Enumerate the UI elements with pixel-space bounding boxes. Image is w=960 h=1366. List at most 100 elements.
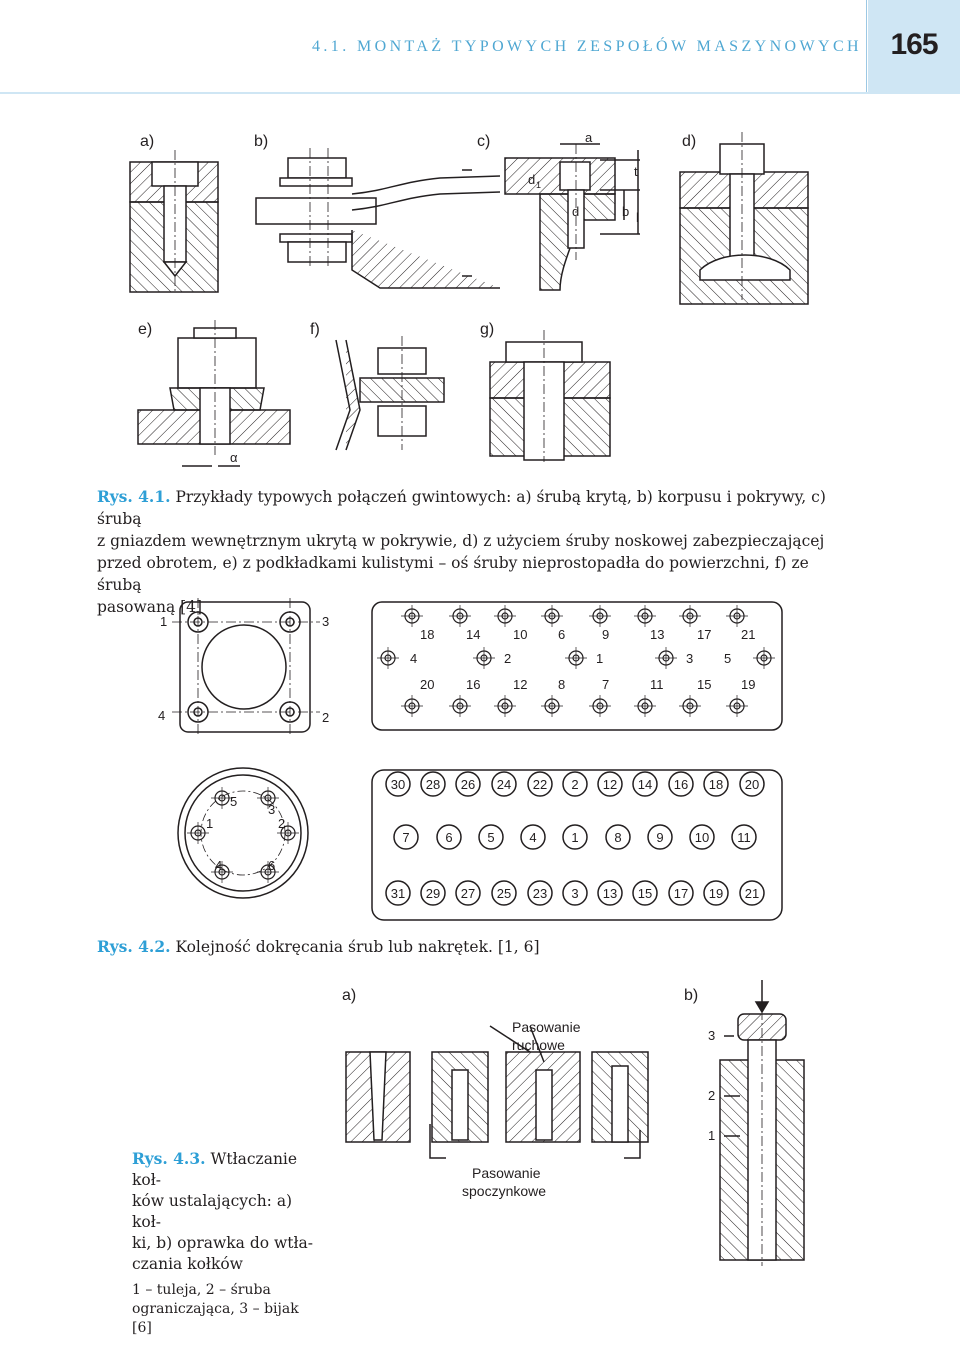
rect-hole-top xyxy=(401,605,423,627)
rect-label-top: 18 xyxy=(420,627,434,642)
rect-hole-middle xyxy=(565,647,587,669)
grid-bolt: 15 xyxy=(632,880,658,906)
rect-label-top: 13 xyxy=(650,627,664,642)
rect-hole-bottom xyxy=(494,695,516,717)
rect-hole-bottom xyxy=(541,695,563,717)
grid-bolt: 26 xyxy=(455,771,481,797)
grid-bolt-label: 27 xyxy=(461,886,475,901)
grid-bolt: 20 xyxy=(739,771,765,797)
fig41-dim-l: l xyxy=(636,210,639,225)
caption-4-3-l1: Wtłaczanie koł- xyxy=(132,1150,298,1189)
rect-label-bottom: 8 xyxy=(558,677,565,692)
rect-hole-top xyxy=(494,605,516,627)
grid-bolt-label: 2 xyxy=(571,777,578,792)
rect-label-top: 14 xyxy=(466,627,480,642)
grid-bolt: 27 xyxy=(455,880,481,906)
rect-label-bottom: 16 xyxy=(466,677,480,692)
grid-bolt-label: 8 xyxy=(614,830,621,845)
caption-4-3-label: Rys. 4.3. xyxy=(132,1149,206,1168)
fig41-label-c: c) xyxy=(477,133,490,150)
caption-4-3-legend-2: ograniczająca, 3 – bijak [6] xyxy=(132,1301,299,1336)
fig43-callout-bot-1: Pasowanie xyxy=(472,1165,541,1181)
rect-label-middle: 1 xyxy=(596,651,603,666)
rect-hole-middle xyxy=(377,647,399,669)
grid-bolt: 4 xyxy=(520,824,546,850)
fig43-label-a: a) xyxy=(342,987,356,1004)
rect-label-top: 9 xyxy=(602,627,609,642)
rect-label-bottom: 12 xyxy=(513,677,527,692)
circle-hole xyxy=(211,861,233,883)
caption-4-1-line4: pasowaną [4] xyxy=(97,598,203,616)
rect-hole-bottom xyxy=(589,695,611,717)
grid-bolt-label: 1 xyxy=(571,830,578,845)
rect-label-bottom: 11 xyxy=(650,677,664,692)
fig41-label-a: a) xyxy=(140,133,154,150)
caption-4-2-text: Kolejność dokręcania śrub lub nakrętek. … xyxy=(175,938,540,956)
fig42-circle-n3: 3 xyxy=(268,802,275,817)
fig43-callout-top-2: ruchowe xyxy=(512,1037,565,1053)
rect-hole-top xyxy=(589,605,611,627)
caption-4-2-label: Rys. 4.2. xyxy=(97,937,171,956)
grid-bolt-label: 21 xyxy=(745,886,759,901)
caption-4-3-l4: czania kołków xyxy=(132,1255,243,1273)
grid-bolt: 14 xyxy=(632,771,658,797)
fig43-part-3: 3 xyxy=(708,1028,715,1043)
fig41-dim-b: b xyxy=(622,204,629,219)
grid-bolt-label: 20 xyxy=(745,777,759,792)
grid-bolt: 28 xyxy=(420,771,446,797)
fig42-circle-holes xyxy=(187,787,299,883)
grid-bolt: 9 xyxy=(647,824,673,850)
grid-bolt: 19 xyxy=(703,880,729,906)
fig41-f-drawing xyxy=(335,336,445,451)
fig43-a-drawing xyxy=(345,1025,649,1159)
fig42-square-flange xyxy=(172,598,320,736)
grid-bolt-label: 12 xyxy=(603,777,617,792)
fig41-dim-t: t xyxy=(634,164,638,179)
page-number: 165 xyxy=(890,28,938,61)
fig41-dim-d1: d xyxy=(528,172,535,187)
grid-bolt-label: 23 xyxy=(533,886,547,901)
grid-bolt: 17 xyxy=(668,880,694,906)
rect-hole-bottom xyxy=(449,695,471,717)
fig41-d-drawing xyxy=(679,132,809,305)
page-header: 4.1. MONTAŻ TYPOWYCH ZESPOŁÓW MASZYNOWYC… xyxy=(0,0,960,95)
rect-label-top: 10 xyxy=(513,627,527,642)
rect-hole-bottom xyxy=(726,695,748,717)
fig41-g-drawing xyxy=(489,330,611,462)
rect-hole-bottom xyxy=(679,695,701,717)
grid-bolt: 6 xyxy=(436,824,462,850)
rect-label-bottom: 7 xyxy=(602,677,609,692)
fig41-dim-alpha: α xyxy=(230,450,238,465)
grid-bolt: 11 xyxy=(731,824,757,850)
fig42-rect-plate xyxy=(371,601,783,731)
grid-bolt-label: 13 xyxy=(603,886,617,901)
rect-hole-middle xyxy=(655,647,677,669)
header-rule xyxy=(0,92,960,94)
fig43-callout-top-1: Pasowanie xyxy=(512,1019,581,1035)
fig41-dim-d1-sub: 1 xyxy=(536,180,541,190)
fig41-b-drawing xyxy=(255,148,501,289)
grid-bolt: 13 xyxy=(597,880,623,906)
grid-bolt-label: 4 xyxy=(529,830,536,845)
rect-label-middle: 3 xyxy=(686,651,693,666)
grid-bolt: 10 xyxy=(689,824,715,850)
running-head: 4.1. MONTAŻ TYPOWYCH ZESPOŁÓW MASZYNOWYC… xyxy=(312,38,862,55)
rect-label-middle: 2 xyxy=(504,651,511,666)
rect-label-bottom: 20 xyxy=(420,677,434,692)
caption-4-3: Rys. 4.3. Wtłaczanie koł- ków ustalający… xyxy=(132,1148,322,1338)
grid-bolt: 18 xyxy=(703,771,729,797)
grid-bolt-label: 25 xyxy=(497,886,511,901)
grid-bolt: 2 xyxy=(562,771,588,797)
rect-hole-top xyxy=(726,605,748,627)
fig41-label-g: g) xyxy=(480,321,494,338)
grid-bolt-label: 10 xyxy=(695,830,709,845)
grid-bolt-label: 26 xyxy=(461,777,475,792)
circle-hole xyxy=(187,822,209,844)
rect-label-top: 17 xyxy=(697,627,711,642)
rect-label-middle: 5 xyxy=(724,651,731,666)
grid-bolt-label: 6 xyxy=(445,830,452,845)
